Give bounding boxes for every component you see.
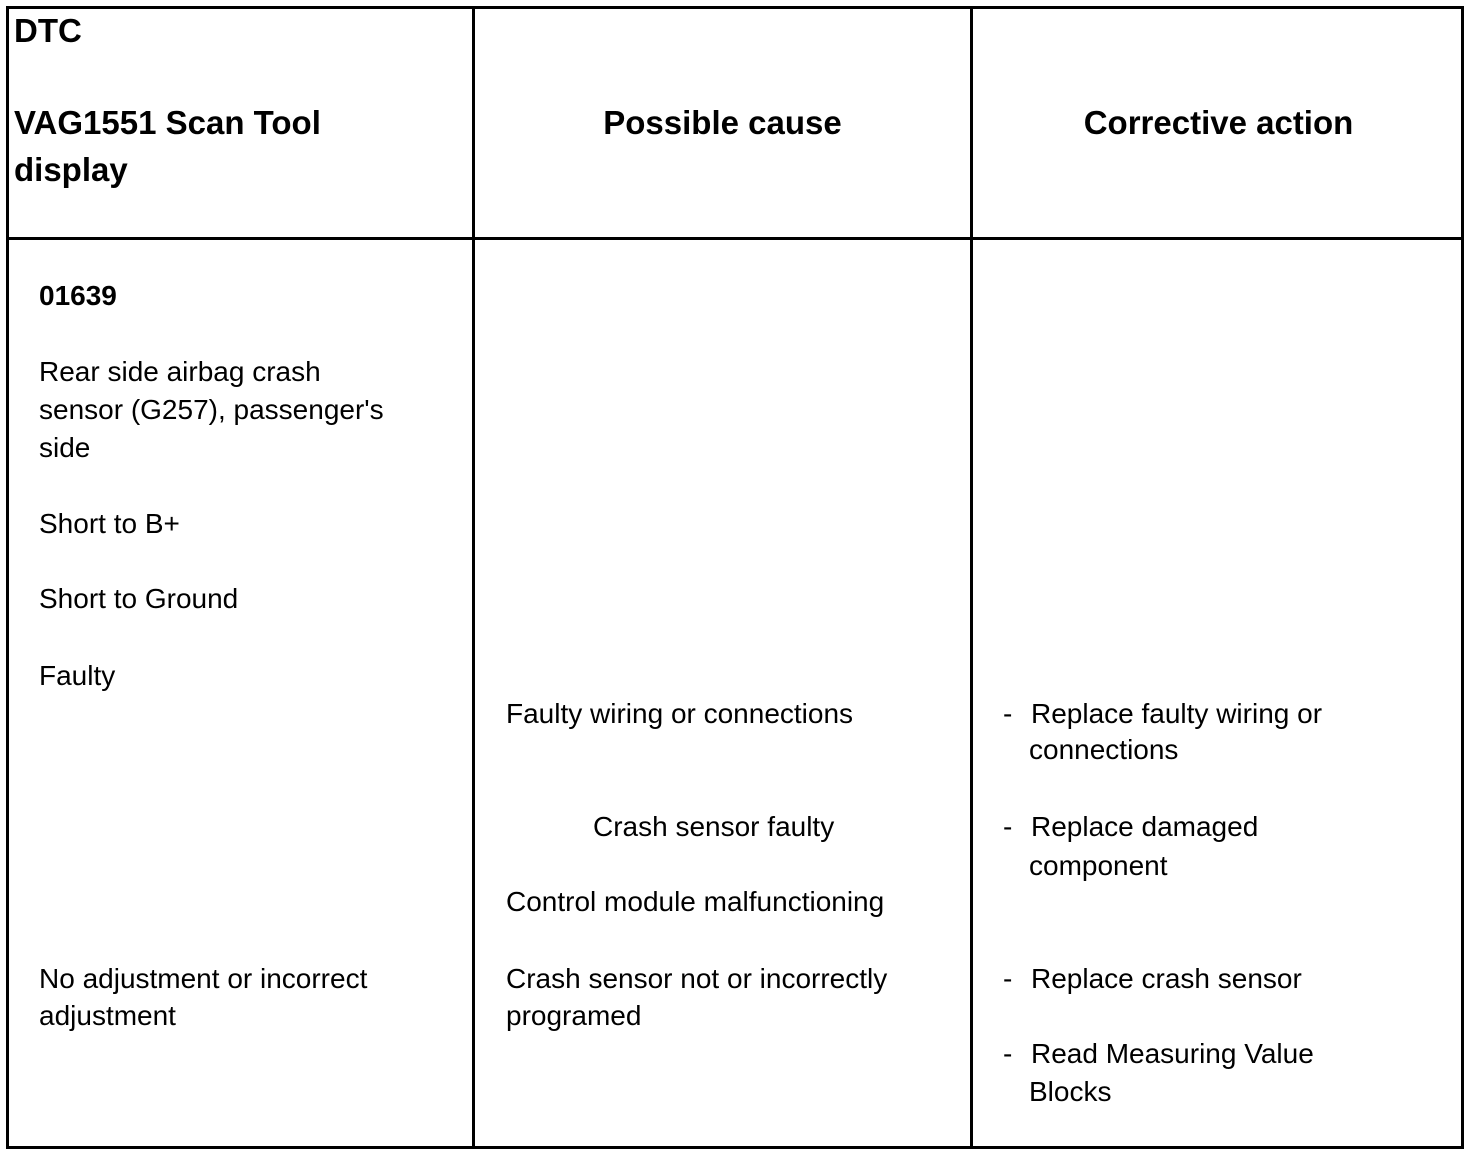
- fault-adjustment-line1: No adjustment or incorrect: [39, 963, 368, 994]
- dtc-description-line2: sensor (G257), passenger's: [39, 394, 384, 425]
- action-replace-sensor: Replace crash sensor: [1031, 963, 1302, 994]
- fault-short-to-b-plus: Short to B+: [39, 508, 180, 539]
- header-corrective-action: Corrective action: [1083, 104, 1354, 141]
- action-bullet: -: [1003, 811, 1013, 842]
- action-bullet: -: [1003, 963, 1013, 994]
- cause-sensor-faulty: Crash sensor faulty: [593, 811, 835, 842]
- header-dtc: DTC: [14, 12, 82, 49]
- dtc-code: 01639: [39, 280, 117, 311]
- cause-not-programmed-line1: Crash sensor not or incorrectly: [506, 963, 888, 994]
- table-frame: [6, 6, 1464, 1149]
- fault-adjustment-line2: adjustment: [39, 1000, 176, 1031]
- action-read-blocks-line1: Read Measuring Value: [1031, 1038, 1314, 1069]
- column-divider-1: [472, 6, 475, 1149]
- header-divider: [6, 237, 1464, 240]
- action-replace-wiring-line2: connections: [1029, 734, 1179, 765]
- header-scan-tool: VAG1551 Scan Tool: [14, 104, 321, 141]
- fault-faulty: Faulty: [39, 660, 116, 691]
- column-divider-2: [970, 6, 973, 1149]
- header-display: display: [14, 151, 128, 188]
- action-bullet: -: [1003, 1038, 1013, 1069]
- fault-short-to-ground: Short to Ground: [39, 583, 239, 614]
- header-possible-cause: Possible cause: [603, 104, 842, 141]
- action-bullet: -: [1003, 698, 1013, 729]
- action-read-blocks-line2: Blocks: [1029, 1076, 1112, 1107]
- action-replace-wiring-line1: Replace faulty wiring or: [1031, 698, 1323, 729]
- dtc-description-line1: Rear side airbag crash: [39, 356, 321, 387]
- action-replace-component-line1: Replace damaged: [1031, 811, 1259, 842]
- action-replace-component-line2: component: [1029, 850, 1168, 881]
- cause-wiring: Faulty wiring or connections: [506, 698, 854, 729]
- cause-control-module: Control module malfunctioning: [506, 886, 885, 917]
- dtc-description-line3: side: [39, 432, 91, 463]
- cause-not-programmed-line2: programed: [506, 1000, 642, 1031]
